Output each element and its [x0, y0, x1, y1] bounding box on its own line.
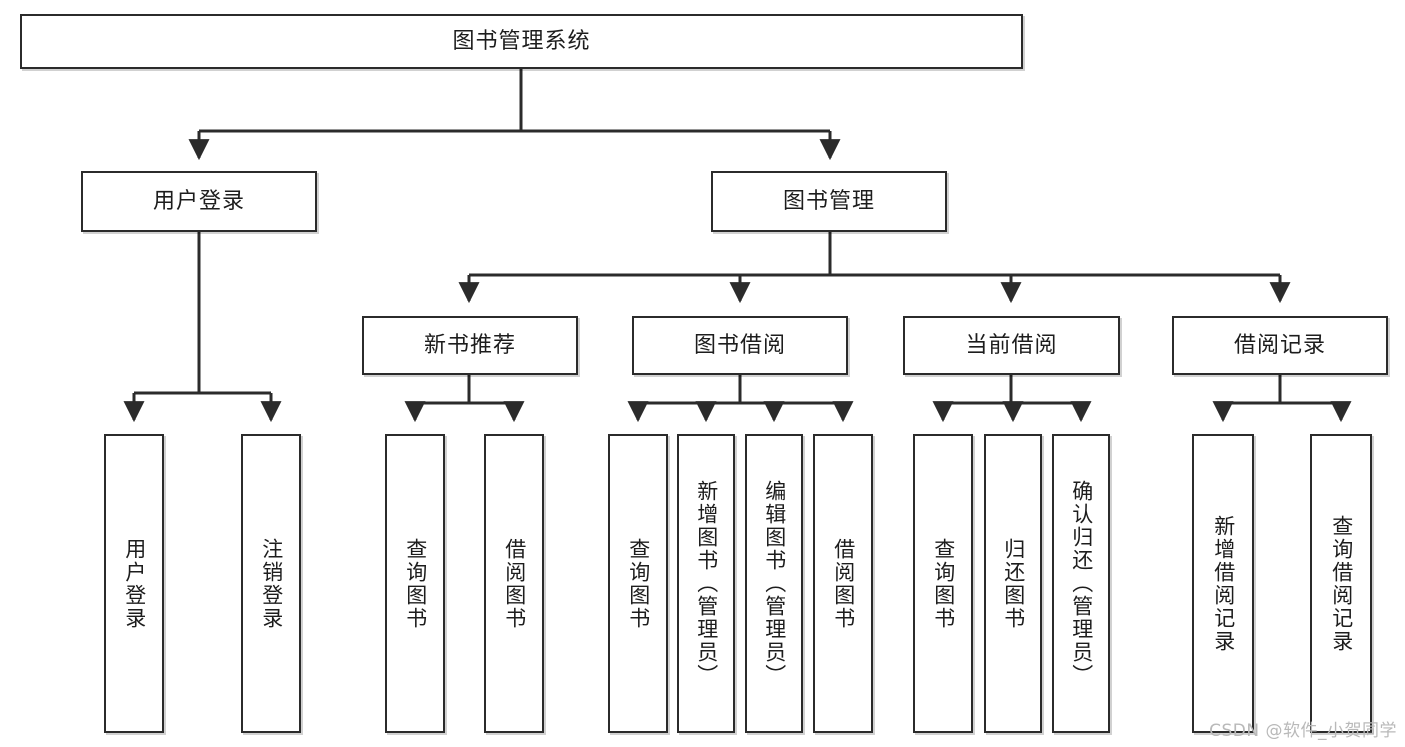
- node-level3-4[interactable]: 借阅记录: [1172, 316, 1388, 375]
- node-level3-3-label: 当前借阅: [965, 332, 1058, 358]
- node-leaf-11-label: 确认归还（管理员）: [1069, 480, 1094, 687]
- node-leaf-4[interactable]: 借阅图书: [484, 434, 544, 733]
- node-level3-4-label: 借阅记录: [1233, 332, 1326, 358]
- node-leaf-9[interactable]: 查询图书: [913, 434, 973, 733]
- node-leaf-2-label: 注销登录: [259, 537, 284, 630]
- node-leaf-6-label: 新增图书（管理员）: [694, 480, 719, 687]
- node-leaf-4-label: 借阅图书: [502, 537, 527, 630]
- watermark: CSDN @软件_小贺同学: [1209, 721, 1397, 741]
- node-root[interactable]: 图书管理系统: [20, 14, 1023, 69]
- node-level3-2-label: 图书借阅: [693, 332, 786, 358]
- node-leaf-1[interactable]: 用户登录: [104, 434, 164, 733]
- node-leaf-7[interactable]: 编辑图书（管理员）: [745, 434, 803, 733]
- node-level2-2-label: 图书管理: [782, 188, 875, 214]
- node-leaf-9-label: 查询图书: [931, 537, 956, 630]
- node-leaf-13[interactable]: 查询借阅记录: [1310, 434, 1372, 733]
- node-leaf-10-label: 归还图书: [1001, 537, 1026, 630]
- node-leaf-5-label: 查询图书: [626, 537, 651, 630]
- node-leaf-1-label: 用户登录: [122, 537, 147, 630]
- node-level2-2[interactable]: 图书管理: [711, 171, 947, 232]
- node-leaf-8-label: 借阅图书: [831, 537, 856, 630]
- node-level3-1-label: 新书推荐: [423, 332, 516, 358]
- node-leaf-7-label: 编辑图书（管理员）: [762, 480, 787, 687]
- node-level2-1-label: 用户登录: [152, 188, 245, 214]
- node-level3-3[interactable]: 当前借阅: [903, 316, 1120, 375]
- node-leaf-6[interactable]: 新增图书（管理员）: [677, 434, 735, 733]
- node-root-label: 图书管理系统: [452, 28, 591, 54]
- node-level2-1[interactable]: 用户登录: [81, 171, 317, 232]
- node-level3-1[interactable]: 新书推荐: [362, 316, 578, 375]
- node-level3-2[interactable]: 图书借阅: [632, 316, 848, 375]
- node-leaf-13-label: 查询借阅记录: [1329, 514, 1354, 653]
- node-leaf-3-label: 查询图书: [403, 537, 428, 630]
- node-leaf-12-label: 新增借阅记录: [1211, 514, 1236, 653]
- node-leaf-8[interactable]: 借阅图书: [813, 434, 873, 733]
- node-leaf-5[interactable]: 查询图书: [608, 434, 668, 733]
- node-leaf-11[interactable]: 确认归还（管理员）: [1052, 434, 1110, 733]
- node-leaf-2[interactable]: 注销登录: [241, 434, 301, 733]
- node-leaf-3[interactable]: 查询图书: [385, 434, 445, 733]
- node-leaf-10[interactable]: 归还图书: [984, 434, 1042, 733]
- node-leaf-12[interactable]: 新增借阅记录: [1192, 434, 1254, 733]
